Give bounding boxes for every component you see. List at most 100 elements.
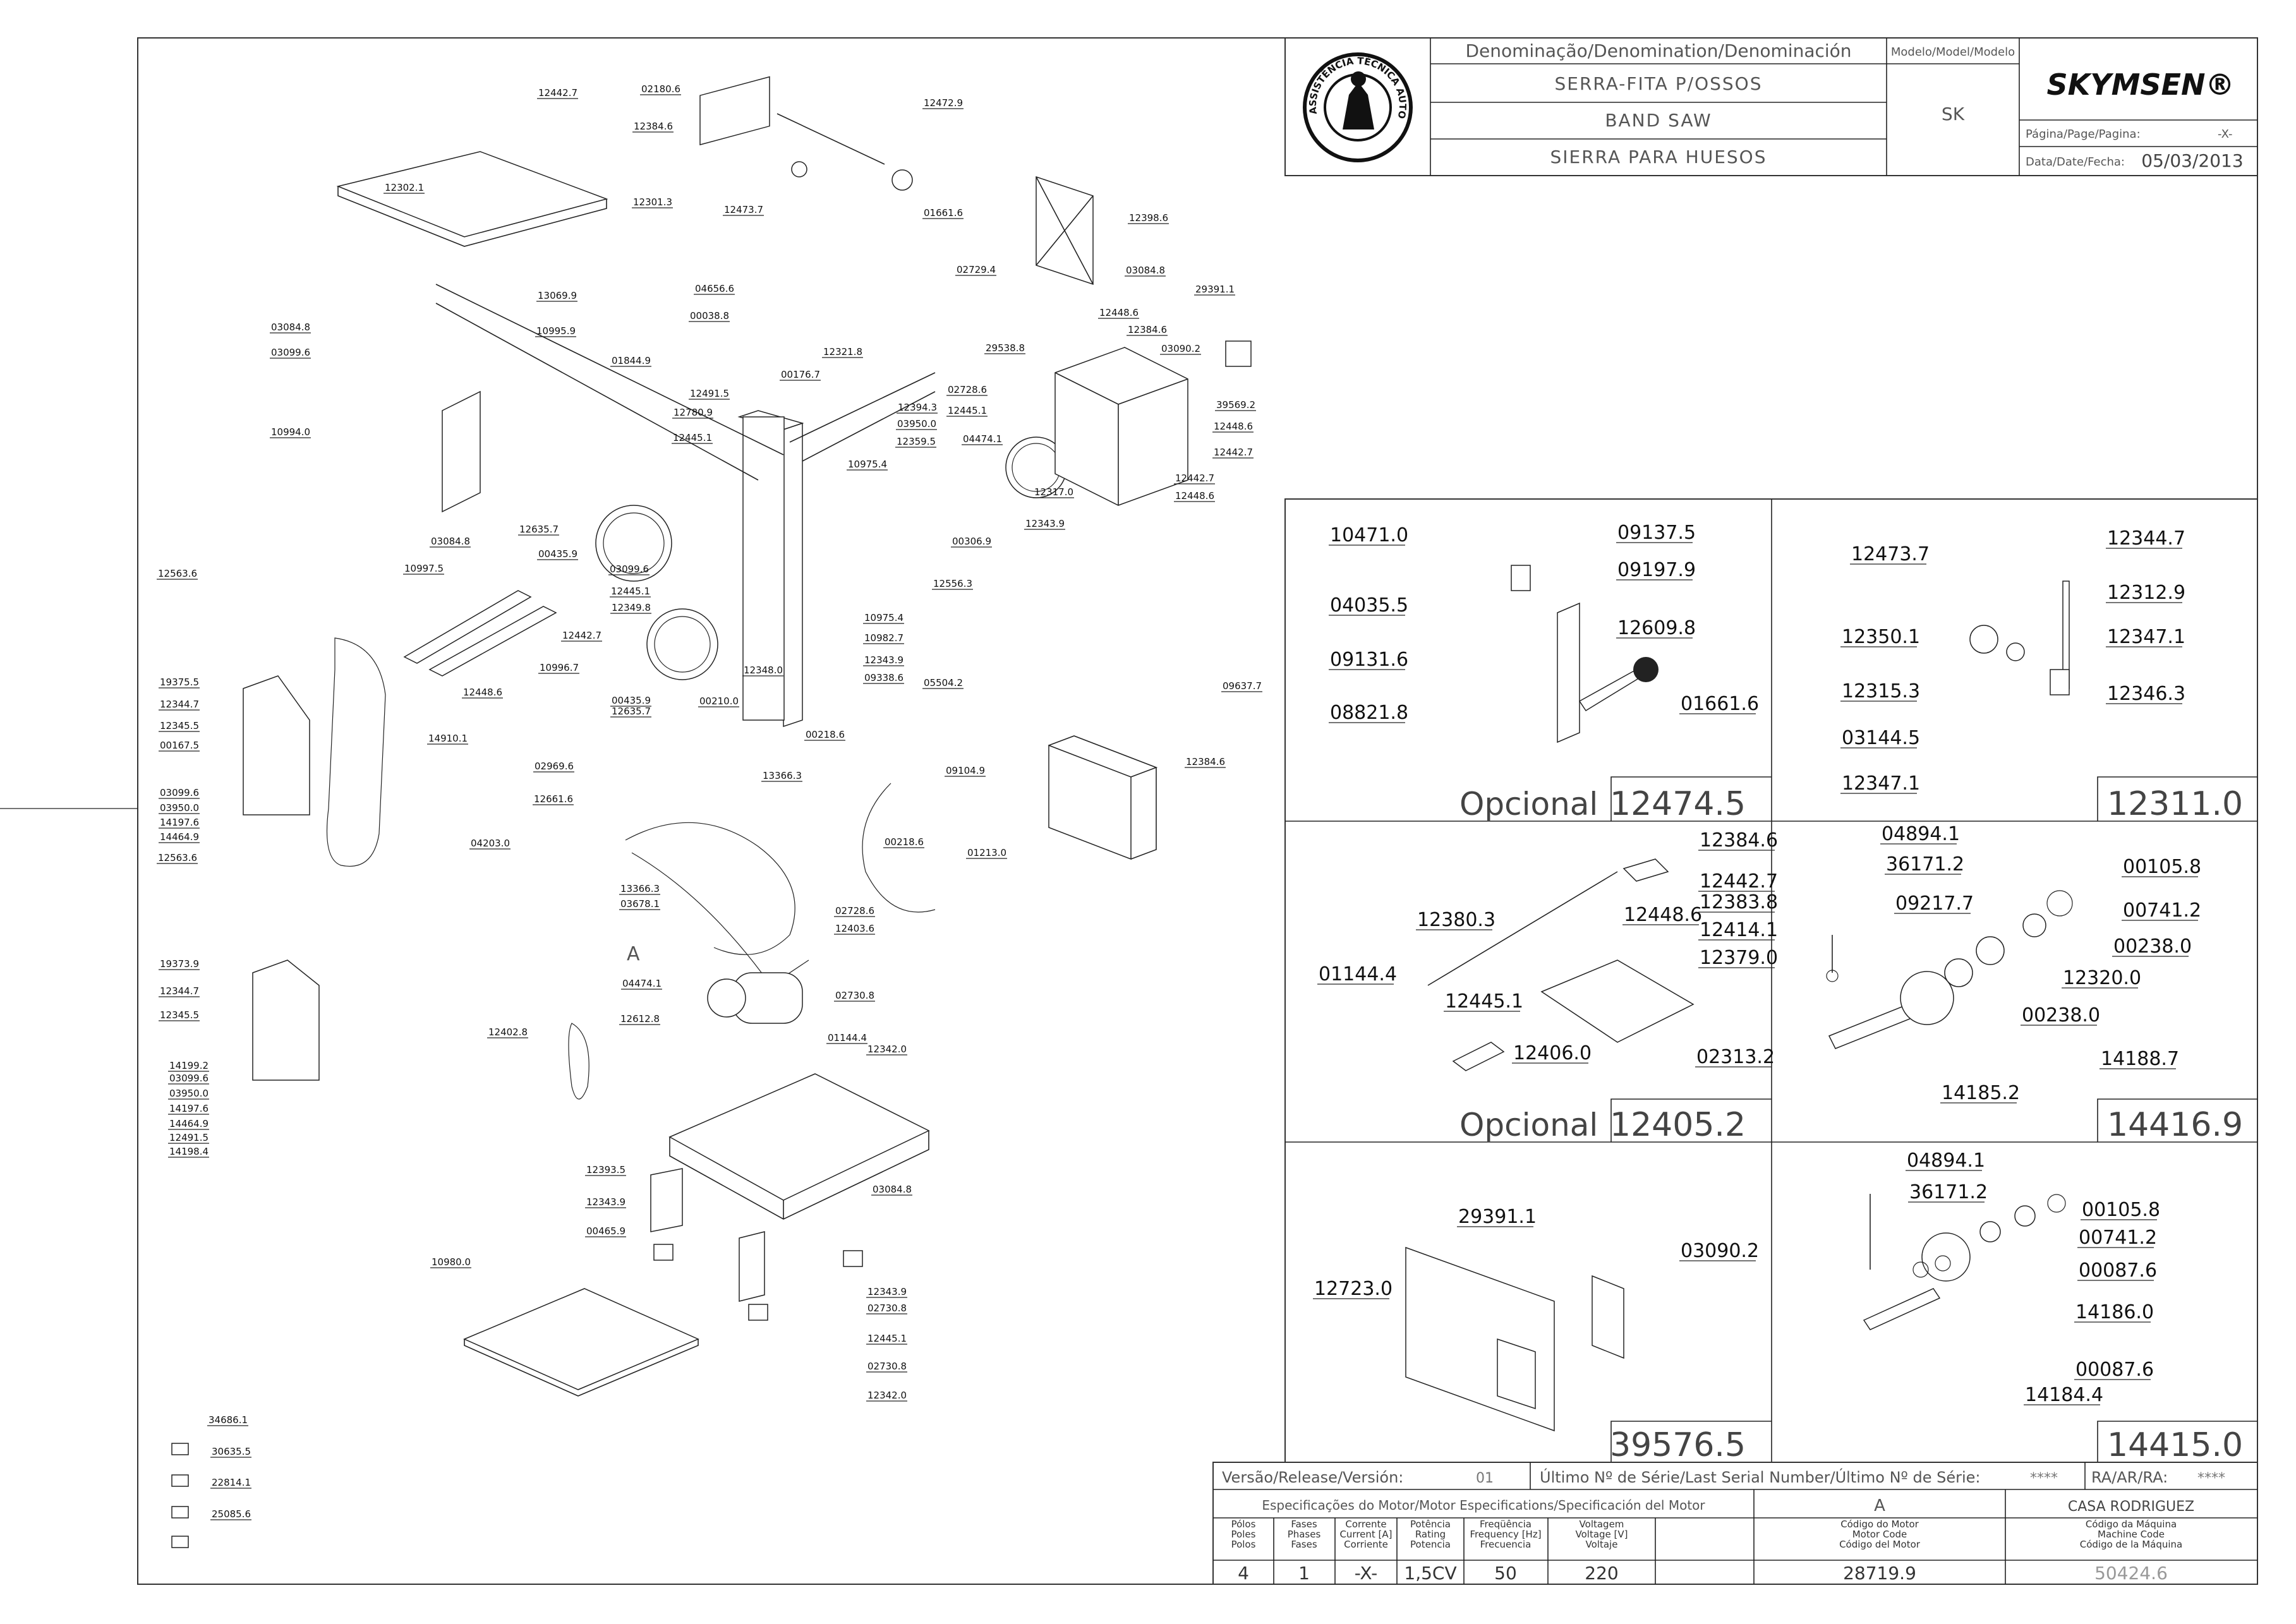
motor-column-heading: Código del Motor [1839, 1539, 1921, 1550]
part-label: 12448.6 [1175, 490, 1214, 502]
part-label: 19375.5 [160, 677, 199, 688]
motor-column-heading: Corrente [1345, 1519, 1386, 1530]
part-label: 13069.9 [538, 290, 577, 301]
panel-part-label: 09217.7 [1895, 893, 1974, 915]
panel-part-label: 12414.1 [1700, 919, 1778, 941]
part-label: 12384.6 [1128, 324, 1167, 335]
kit-number: 12405.2 [1610, 1106, 1746, 1144]
part-label: 01661.6 [924, 207, 963, 219]
panel-part-label: 00741.2 [2123, 899, 2201, 922]
panel-part-label: 12609.8 [1617, 617, 1696, 639]
panel-part-label: 14186.0 [2075, 1301, 2154, 1323]
panel-part-label: 00087.6 [2079, 1260, 2157, 1282]
panel-part-label: 09137.5 [1617, 522, 1696, 544]
panel-part-label: 12383.8 [1700, 891, 1778, 913]
part-label: 12384.6 [634, 121, 673, 132]
part-label: 03099.6 [160, 787, 199, 798]
page-label: Página/Page/Pagina: [2026, 128, 2141, 141]
motor-column-heading: Potencia [1410, 1539, 1451, 1550]
panel-part-label: 00087.6 [2075, 1359, 2154, 1381]
motor-column-value: 50 [1494, 1563, 1517, 1584]
motor-column-value: 1 [1298, 1563, 1310, 1584]
panel-part-label: 00105.8 [2123, 856, 2201, 878]
part-label: 12301.3 [633, 196, 672, 208]
part-label: 12343.9 [867, 1286, 907, 1297]
panel-part-label: 10471.0 [1330, 524, 1408, 546]
part-label: 14464.9 [160, 831, 199, 843]
part-label: 14197.6 [169, 1103, 208, 1114]
part-label: 30635.5 [212, 1446, 251, 1457]
sheet-border [137, 37, 2258, 1585]
panel-part-label: 12384.6 [1700, 829, 1778, 851]
motor-column-value: 4 [1238, 1563, 1249, 1584]
part-label: 12398.6 [1129, 212, 1168, 224]
panel-part-label: 04894.1 [1907, 1150, 1985, 1172]
panel-part-label: 03090.2 [1681, 1240, 1759, 1262]
panel-part-label: 12445.1 [1445, 990, 1523, 1013]
part-label: 12403.6 [835, 923, 874, 934]
part-label: 01844.9 [612, 355, 651, 366]
ra-label: RA/AR/RA: [2091, 1469, 2168, 1486]
part-label: 04656.6 [695, 283, 734, 294]
part-label: 14199.2 [169, 1060, 208, 1071]
part-label: 12612.8 [620, 1013, 660, 1025]
part-label: 10980.0 [432, 1256, 471, 1268]
panel-part-label: 00741.2 [2079, 1227, 2157, 1249]
motor-column-value: 50424.6 [2094, 1563, 2168, 1584]
part-label: 10995.9 [536, 325, 576, 337]
part-label: 12448.6 [1214, 421, 1253, 432]
part-label: 12445.1 [673, 432, 712, 443]
part-label: 12448.6 [463, 687, 502, 698]
part-label: 10994.0 [271, 426, 310, 438]
panel-part-label: 04035.5 [1330, 594, 1408, 617]
part-label: 12348.0 [744, 665, 783, 676]
motor-column-heading: Voltagem [1580, 1519, 1624, 1530]
motor-column-heading: Fases [1291, 1519, 1317, 1530]
panel-part-label: 03144.5 [1842, 727, 1920, 749]
panel-part-label: 00105.8 [2082, 1199, 2160, 1221]
date-label: Data/Date/Fecha: [2026, 155, 2125, 169]
kit-number: 14416.9 [2107, 1106, 2243, 1144]
part-label: 12448.6 [1099, 307, 1139, 318]
serial-label: Último Nº de Série/Last Serial Number/Úl… [1540, 1467, 1980, 1486]
motor-column-heading: Código do Motor [1840, 1519, 1919, 1530]
part-label: 00167.5 [160, 740, 199, 751]
panel-part-label: 12312.9 [2107, 582, 2185, 604]
brand-logo: SKYMSEN® [2047, 68, 2235, 102]
part-label: 12394.3 [898, 402, 937, 413]
motor-column-heading: Phases [1288, 1529, 1321, 1540]
part-label: 25085.6 [212, 1508, 251, 1520]
part-label: 39569.2 [1216, 399, 1255, 411]
part-label: 09637.7 [1223, 680, 1262, 692]
part-label: 12393.5 [586, 1164, 625, 1176]
serial-value: **** [2030, 1471, 2058, 1486]
detail-panels [1284, 498, 2258, 1463]
part-label: 00210.0 [699, 695, 739, 707]
motor-column-heading: Pólos [1231, 1519, 1256, 1530]
part-label: 14197.6 [160, 817, 199, 828]
part-label: 29538.8 [986, 342, 1025, 354]
part-label: 04474.1 [622, 978, 662, 989]
version-label: Versão/Release/Versión: [1222, 1469, 1403, 1486]
part-label: 02728.6 [948, 384, 987, 395]
part-label: 12563.6 [158, 852, 197, 863]
panel-part-label: 14184.4 [2025, 1384, 2103, 1406]
optional-tag: Opcional [1459, 786, 1598, 822]
part-label: 12635.7 [612, 706, 651, 717]
part-label: 10975.4 [864, 612, 903, 623]
motor-column-value: 220 [1585, 1563, 1618, 1584]
part-label: 10997.5 [404, 563, 444, 574]
part-label: 14464.9 [169, 1118, 208, 1129]
part-label: 00176.7 [781, 369, 820, 380]
part-label: 10975.4 [848, 459, 887, 470]
part-label: 03950.0 [169, 1088, 208, 1099]
panel-part-label: 36171.2 [1909, 1181, 1988, 1203]
part-label: 03950.0 [160, 802, 199, 814]
part-label: 13366.3 [763, 770, 802, 781]
part-label: 12491.5 [690, 388, 729, 399]
part-label: 03099.6 [271, 347, 310, 358]
motor-column-heading: Frequency [Hz] [1470, 1529, 1541, 1540]
part-label: 00435.9 [612, 695, 651, 706]
panel-part-label: 12379.0 [1700, 947, 1778, 969]
